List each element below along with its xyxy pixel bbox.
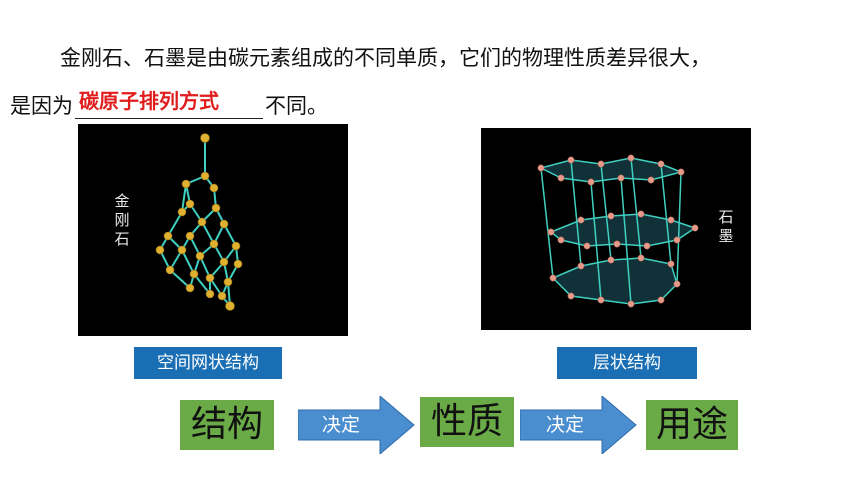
structure-box: 结构: [180, 400, 274, 450]
graphite-label: 石 墨: [718, 208, 734, 245]
graphite-structure-image: 石 墨: [481, 128, 751, 330]
diamond-lattice-drawing: [155, 133, 243, 311]
line2-prefix: 是因为: [10, 94, 73, 118]
arrow-determines-1: [298, 396, 415, 454]
property-box: 性质: [420, 397, 514, 447]
diamond-caption: 空间网状结构: [134, 347, 282, 379]
arrow-label-1: 决定: [322, 414, 361, 436]
diamond-structure-image: 金 刚 石: [78, 124, 348, 336]
line2-suffix: 不同。: [265, 94, 328, 118]
question-line-1: 金刚石、石墨是由碳元素组成的不同单质，它们的物理性质差异很大，: [60, 46, 711, 70]
diamond-label: 金 刚 石: [114, 192, 130, 248]
answer-text: 碳原子排列方式: [79, 89, 219, 113]
use-box: 用途: [646, 400, 738, 450]
graphite-lattice-drawing: [537, 154, 699, 308]
arrow-label-2: 决定: [546, 414, 585, 436]
graphite-caption: 层状结构: [557, 347, 697, 379]
arrow-determines-2: [520, 396, 637, 454]
answer-blank: 碳原子排列方式: [75, 89, 263, 119]
question-line-2: 是因为碳原子排列方式 不同。: [10, 89, 328, 120]
